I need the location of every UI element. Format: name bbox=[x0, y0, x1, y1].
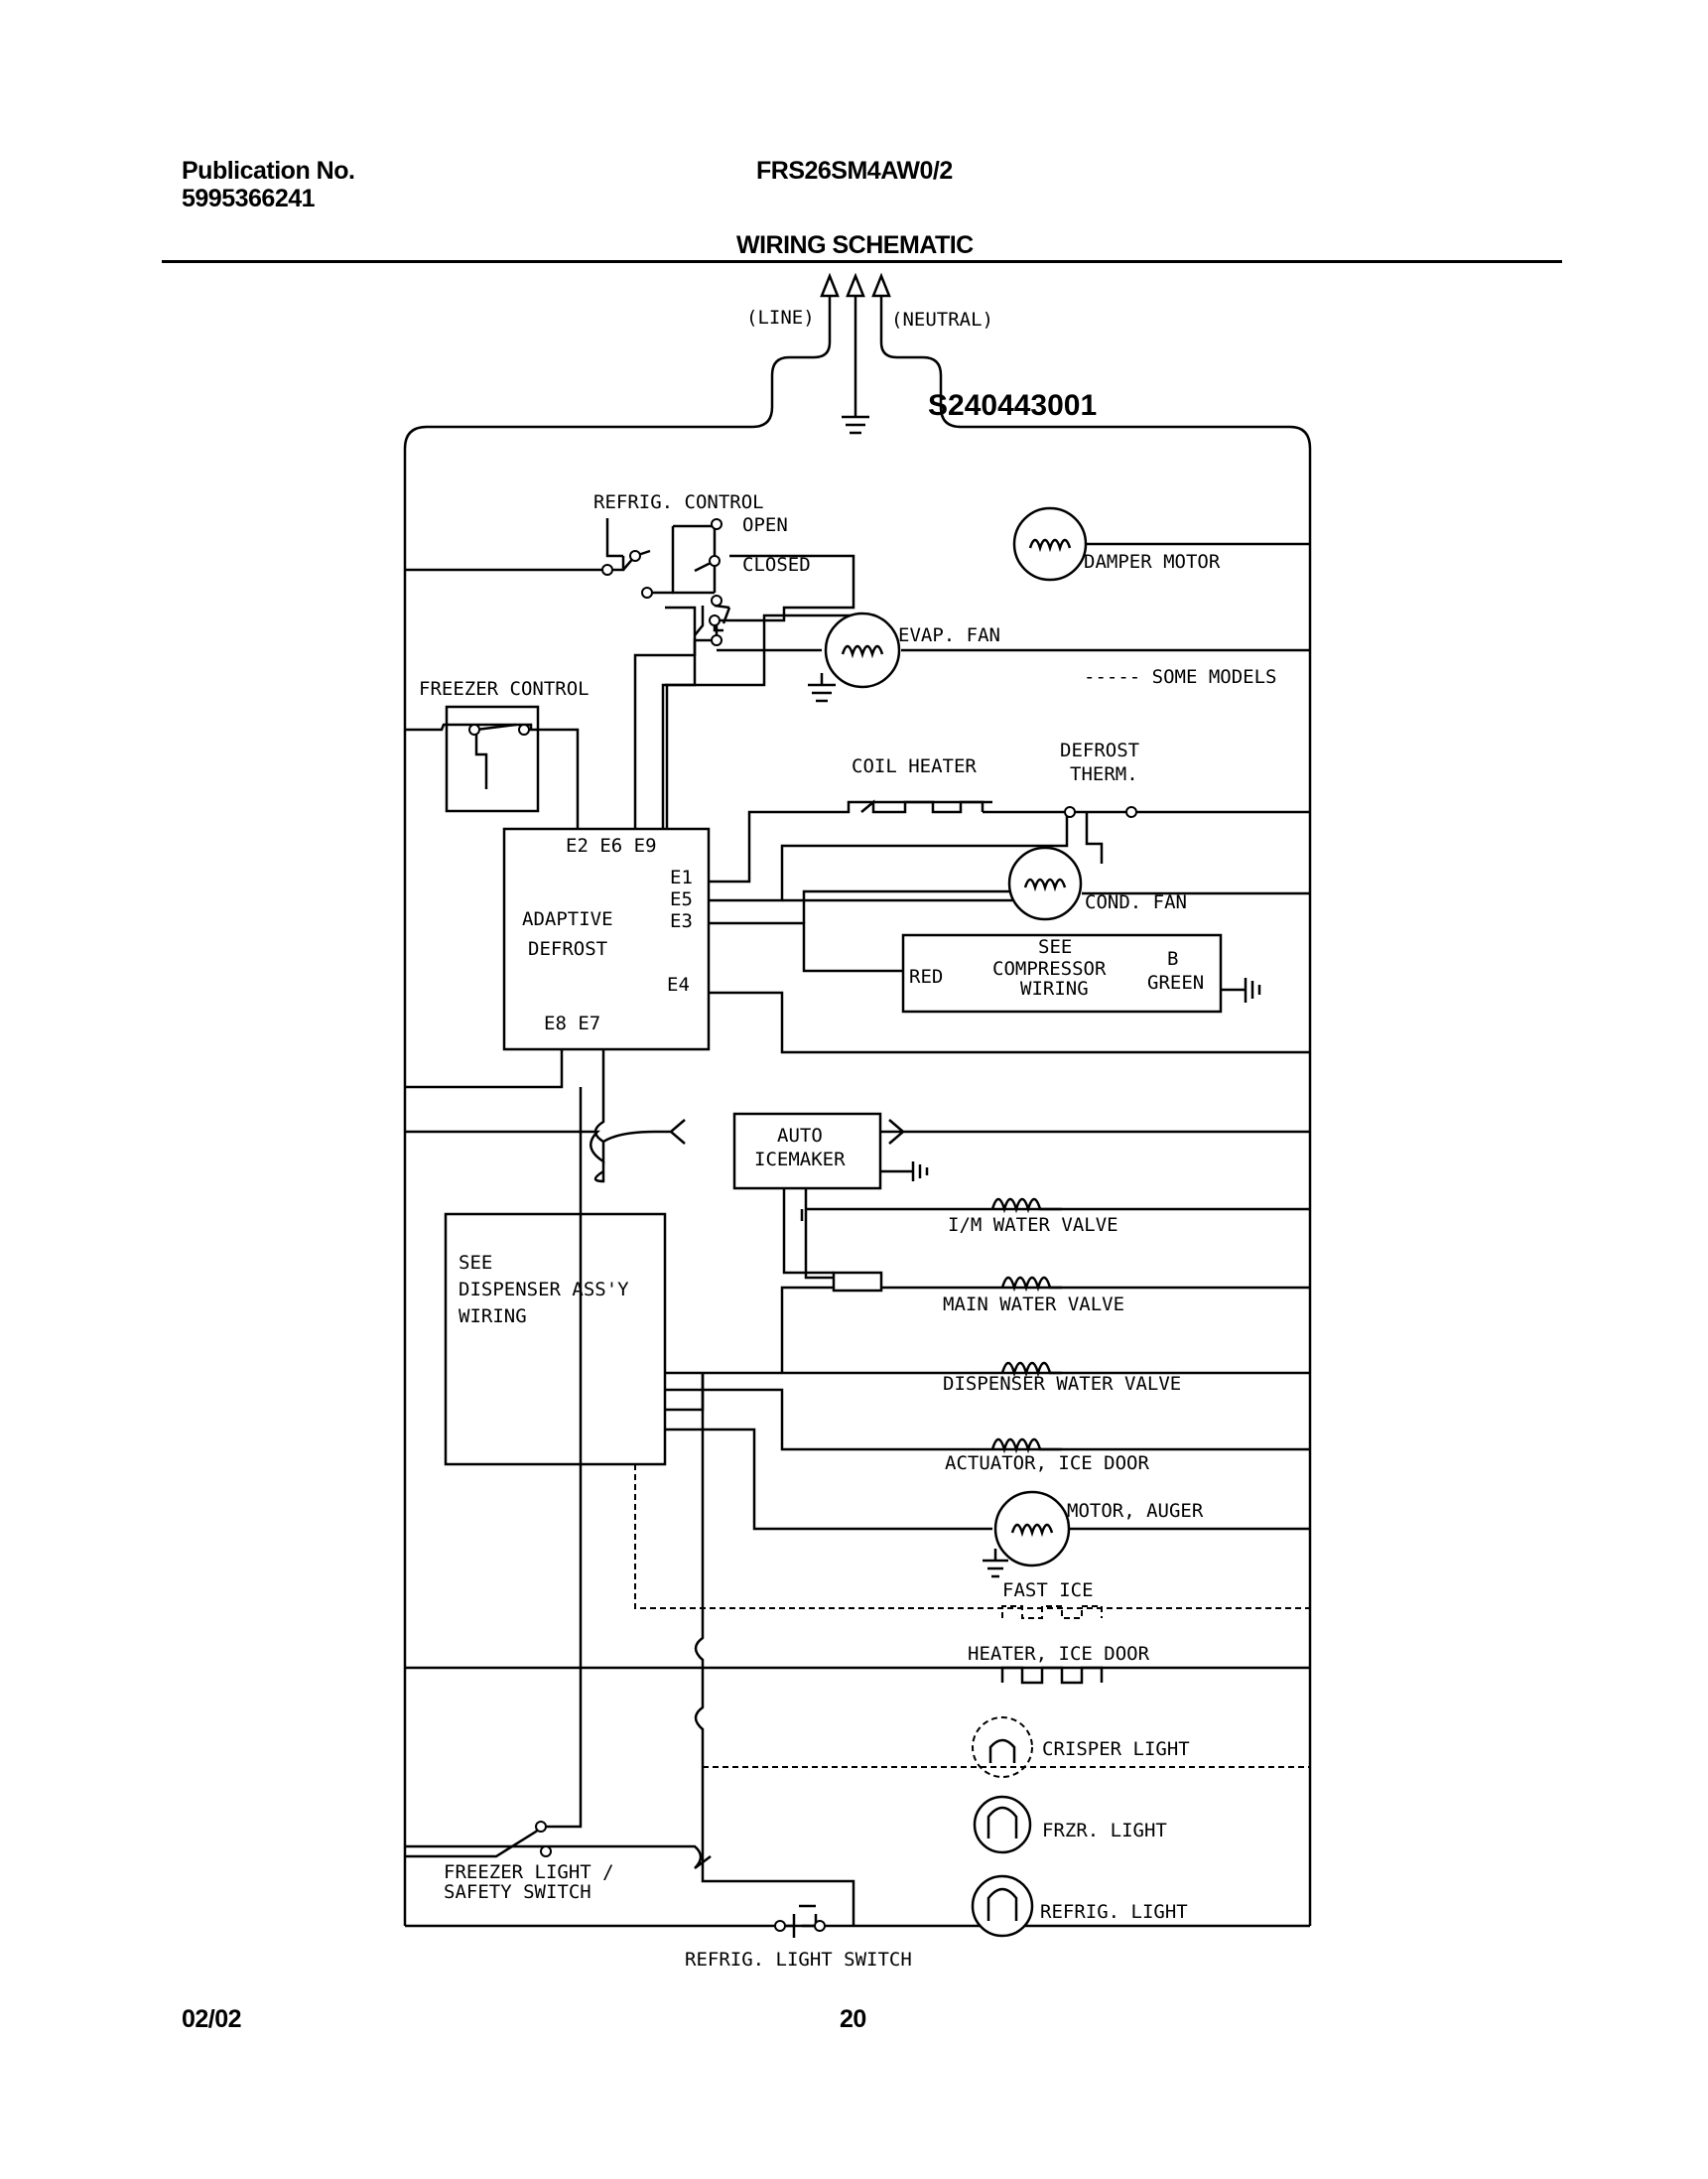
see-dispenser-label-2: DISPENSER ASS'Y bbox=[459, 1279, 629, 1300]
see-compressor-label-1: SEE bbox=[1038, 936, 1072, 958]
damper-motor-icon bbox=[1012, 506, 1088, 582]
see-compressor-label-2: COMPRESSOR bbox=[992, 958, 1107, 980]
im-water-valve-label: I/M WATER VALVE bbox=[948, 1214, 1118, 1236]
refrig-light-icon bbox=[971, 1874, 1034, 1938]
red-label: RED bbox=[909, 966, 943, 988]
line-label: (LINE) bbox=[746, 307, 815, 329]
see-compressor-label-3: WIRING bbox=[1020, 978, 1089, 1000]
adaptive-defrost-e-bottom: E8 E7 bbox=[544, 1013, 600, 1034]
see-dispenser-label-3: WIRING bbox=[459, 1305, 527, 1327]
evap-fan-label: EVAP. FAN bbox=[898, 624, 1000, 646]
green-label: GREEN bbox=[1147, 972, 1204, 994]
defrost-therm-label-2: THERM. bbox=[1070, 763, 1138, 785]
page-number: 20 bbox=[840, 2005, 866, 2033]
adaptive-defrost-e3: E3 bbox=[670, 910, 693, 932]
defrost-therm-label-1: DEFROST bbox=[1060, 740, 1139, 761]
main-water-valve-label: MAIN WATER VALVE bbox=[943, 1294, 1124, 1315]
adaptive-defrost-e1: E1 bbox=[670, 867, 693, 888]
motor-auger-label: MOTOR, AUGER bbox=[1067, 1500, 1204, 1522]
terminals bbox=[468, 518, 1137, 1932]
dispenser-water-valve-label: DISPENSER WATER VALVE bbox=[943, 1373, 1181, 1395]
closed-label: CLOSED bbox=[742, 554, 811, 576]
publication-label: Publication No. bbox=[182, 157, 355, 185]
optional-wires bbox=[634, 1464, 1310, 1778]
frzr-light-label: FRZR. LIGHT bbox=[1042, 1820, 1167, 1841]
freezer-light-label-1: FREEZER LIGHT / bbox=[444, 1861, 614, 1883]
refrig-light-label: REFRIG. LIGHT bbox=[1040, 1901, 1188, 1923]
crisper-light-label: CRISPER LIGHT bbox=[1042, 1738, 1190, 1760]
adaptive-defrost-label-2: DEFROST bbox=[528, 938, 607, 960]
coil-heater-label: COIL HEATER bbox=[852, 755, 977, 777]
neutral-label: (NEUTRAL) bbox=[891, 309, 993, 331]
evap-fan-icon bbox=[824, 612, 901, 689]
cond-fan-label: COND. FAN bbox=[1085, 891, 1187, 913]
damper-motor-label: DAMPER MOTOR bbox=[1084, 551, 1221, 573]
open-label: OPEN bbox=[742, 514, 788, 536]
wires bbox=[403, 272, 1312, 1938]
refrig-control-label: REFRIG. CONTROL bbox=[593, 491, 764, 513]
some-models-label: ----- SOME MODELS bbox=[1084, 666, 1276, 688]
page-title: WIRING SCHEMATIC bbox=[736, 231, 974, 259]
freezer-control-label: FREEZER CONTROL bbox=[419, 678, 590, 700]
footer-date: 02/02 bbox=[182, 2005, 242, 2033]
adaptive-defrost-e5: E5 bbox=[670, 888, 693, 910]
auto-icemaker-label-2: ICEMAKER bbox=[754, 1149, 846, 1170]
adaptive-defrost-label-1: ADAPTIVE bbox=[522, 908, 613, 930]
model-number: FRS26SM4AW0/2 bbox=[756, 157, 953, 185]
part-number: S240443001 bbox=[928, 389, 1097, 422]
see-dispenser-label-1: SEE bbox=[459, 1252, 492, 1274]
freezer-light-label-2: SAFETY SWITCH bbox=[444, 1881, 591, 1903]
coil-symbols bbox=[841, 538, 1072, 1921]
publication-number: 5995366241 bbox=[182, 185, 316, 212]
b-label: B bbox=[1167, 948, 1178, 970]
fast-ice-label: FAST ICE bbox=[1002, 1579, 1094, 1601]
motor-auger-icon bbox=[993, 1490, 1071, 1567]
refrig-light-switch-label: REFRIG. LIGHT SWITCH bbox=[685, 1949, 912, 1971]
adaptive-defrost-e-top: E2 E6 E9 bbox=[566, 835, 657, 857]
heater-ice-door-label: HEATER, ICE DOOR bbox=[968, 1643, 1150, 1665]
frzr-light-icon bbox=[973, 1795, 1032, 1854]
actuator-ice-door-label: ACTUATOR, ICE DOOR bbox=[945, 1452, 1149, 1474]
auto-icemaker-label-1: AUTO bbox=[777, 1125, 823, 1147]
cond-fan-icon bbox=[1007, 846, 1083, 921]
adaptive-defrost-e4: E4 bbox=[667, 974, 690, 996]
header-rule bbox=[162, 260, 1562, 263]
